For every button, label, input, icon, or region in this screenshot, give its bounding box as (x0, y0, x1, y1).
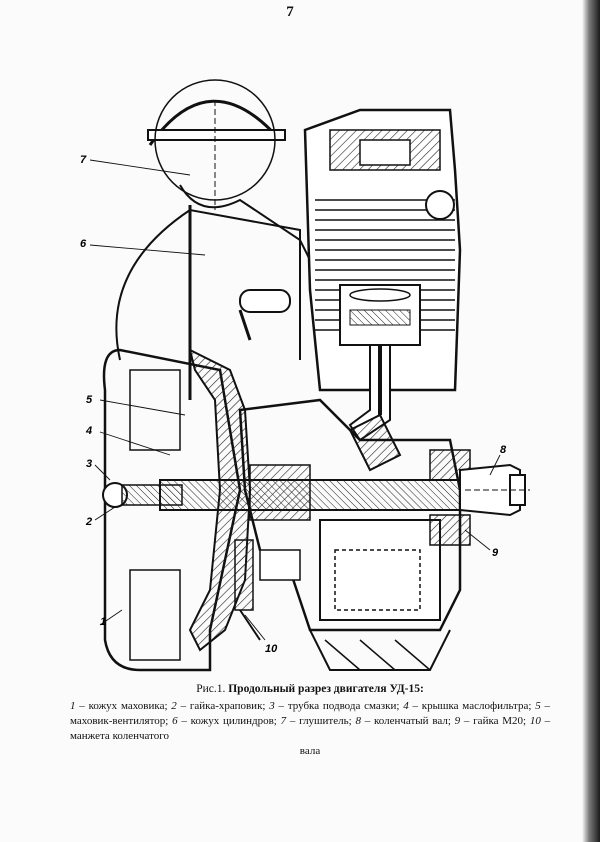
engine-drawing: 1 2 3 4 5 6 7 8 9 10 (80, 79, 530, 672)
legend-item: 3 – трубка подвода смазки; (269, 700, 400, 712)
callout-1: 1 (100, 616, 106, 628)
legend-item: 4 – крышка маслофильтра; (403, 700, 532, 712)
legend-item: 10 – манжета коленчатого (70, 715, 551, 742)
scan-edge-shadow (582, 0, 600, 842)
legend-last-line: вала (299, 745, 321, 757)
legend-text: 1 – кожух маховика; 2 – гайка-храповик; … (70, 699, 550, 744)
figure-label: Рис.1. (196, 683, 226, 695)
figure-title: Продольный разрез двигателя УД-15: (228, 683, 424, 695)
engine-cross-section-figure: 1 2 3 4 5 6 7 8 9 10 (60, 70, 580, 690)
muffler (147, 79, 311, 261)
legend-item: 7 – глушитель; (280, 715, 352, 727)
callout-10: 10 (265, 643, 278, 655)
leader-lines (89, 159, 501, 641)
callout-6: 6 (80, 238, 87, 250)
legend-item: 8 – коленчатый вал; (355, 715, 451, 727)
callout-8: 8 (500, 444, 507, 456)
cylinder-head (303, 108, 462, 392)
callout-7: 7 (80, 154, 87, 166)
callout-5: 5 (86, 394, 93, 406)
page-number: 7 (286, 4, 294, 20)
caption-title: Рис.1. Продольный разрез двигателя УД-15… (70, 682, 550, 697)
gear-train (234, 539, 301, 641)
figure-caption: Рис.1. Продольный разрез двигателя УД-15… (70, 682, 550, 759)
callout-3: 3 (86, 458, 92, 470)
callout-2: 2 (85, 516, 92, 528)
callout-9: 9 (492, 547, 499, 559)
legend-item: 1 – кожух маховика; (70, 700, 168, 712)
crankshaft-output-shaft (459, 463, 530, 517)
callout-4: 4 (85, 425, 92, 437)
legend-item: 6 – кожух цилиндров; (172, 715, 277, 727)
legend-item: 2 – гайка-храповик; (171, 700, 266, 712)
crankshaft-housing (159, 398, 471, 671)
legend-item: 9 – гайка М20; (454, 715, 527, 727)
cylinder-shroud (115, 205, 301, 400)
legend-item: 5 – маховик-вентилятор; (70, 700, 550, 727)
